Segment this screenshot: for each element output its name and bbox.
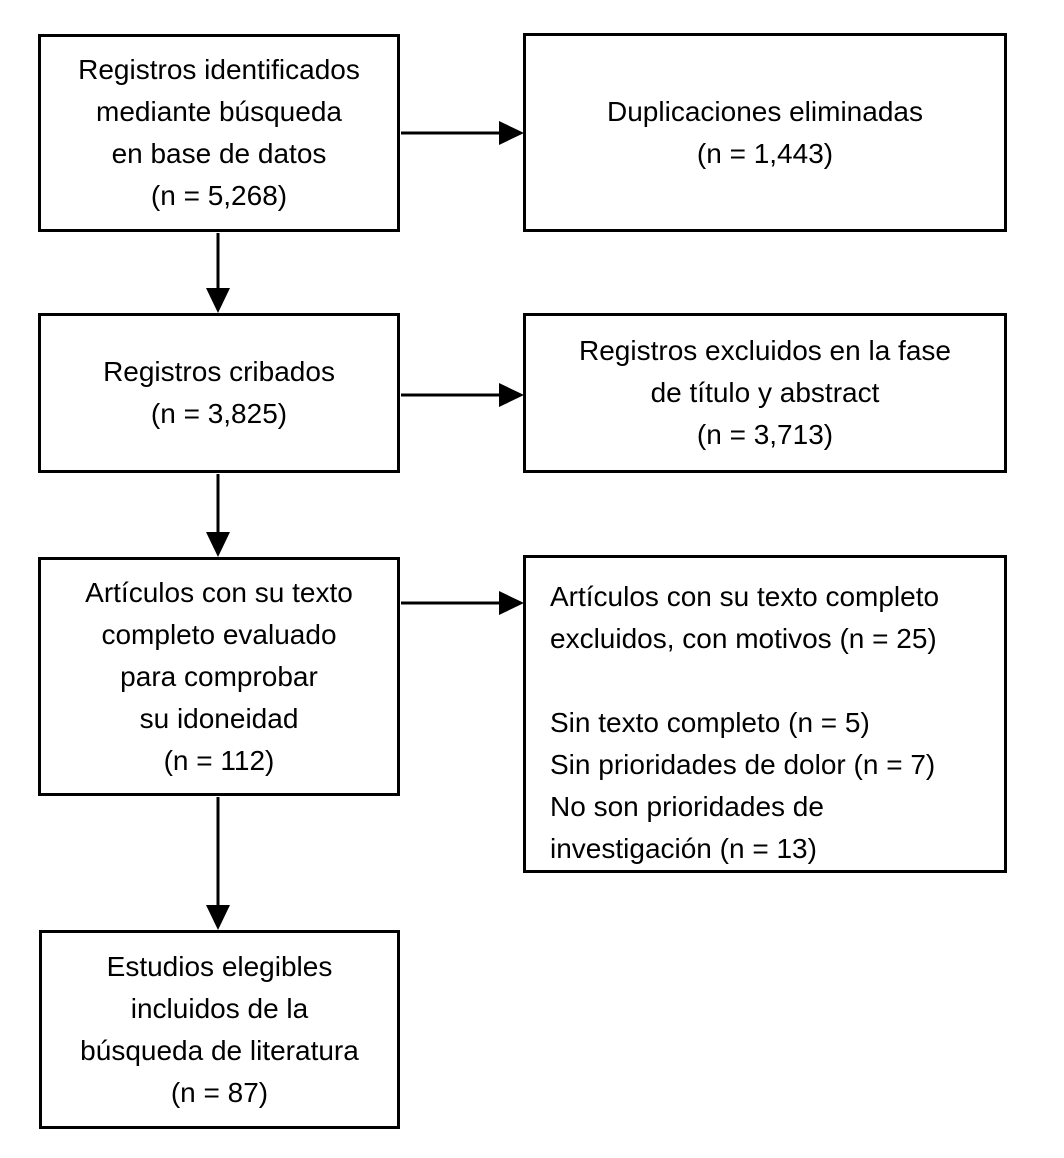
arrow-identified-to-duplicates: [401, 121, 524, 145]
arrow-screened-to-excluded: [401, 383, 524, 407]
box-duplicates-removed-text: Duplicaciones eliminadas (n = 1,443): [607, 95, 923, 169]
box-records-identified: Registros identificados mediante búsqued…: [38, 34, 400, 232]
box-records-screened: Registros cribados (n = 3,825): [38, 313, 400, 473]
box-fulltext-excluded-text: Artículos con su texto completo excluido…: [550, 581, 940, 864]
box-duplicates-removed: Duplicaciones eliminadas (n = 1,443): [523, 33, 1007, 232]
arrow-fulltext-to-excluded: [401, 591, 524, 615]
box-studies-included: Estudios elegibles incluidos de la búsqu…: [39, 930, 400, 1129]
box-fulltext-excluded: Artículos con su texto completo excluido…: [523, 555, 1007, 873]
box-studies-included-text: Estudios elegibles incluidos de la búsqu…: [80, 950, 359, 1108]
box-records-screened-text: Registros cribados (n = 3,825): [103, 356, 335, 429]
box-fulltext-assessed-text: Artículos con su texto completo evaluado…: [85, 576, 353, 776]
box-records-identified-text: Registros identificados mediante búsqued…: [78, 54, 360, 211]
arrow-identified-to-screened: [206, 233, 230, 313]
box-fulltext-assessed: Artículos con su texto completo evaluado…: [38, 557, 400, 796]
arrow-screened-to-fulltext: [206, 474, 230, 557]
arrow-fulltext-to-included: [206, 797, 230, 930]
box-records-excluded-title-abstract: Registros excluidos en la fase de título…: [523, 313, 1007, 473]
box-records-excluded-title-abstract-text: Registros excluidos en la fase de título…: [579, 335, 951, 450]
